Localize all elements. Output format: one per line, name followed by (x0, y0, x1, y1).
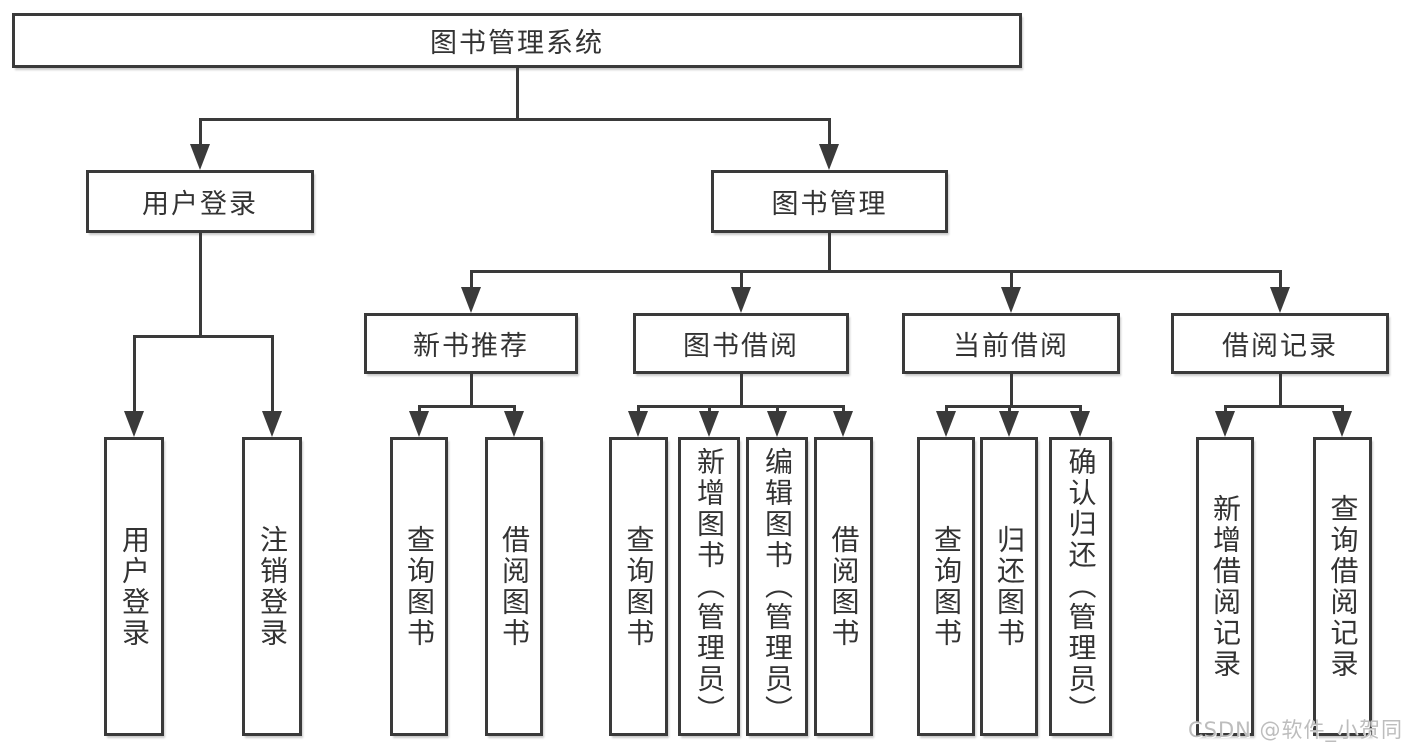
connector-line (418, 405, 516, 408)
connector-line (1224, 405, 1344, 408)
arrow-down-icon (1070, 411, 1090, 437)
arrow-down-icon (1215, 411, 1235, 437)
connector-line (1079, 405, 1082, 413)
arrow-down-icon (731, 287, 751, 313)
leaf-label: 确认归还（管理员） (1064, 447, 1098, 726)
connector-line (828, 118, 831, 146)
leaf-label: 新增借阅记录 (1209, 493, 1242, 680)
arrow-down-icon (936, 411, 956, 437)
arrow-down-icon (409, 411, 429, 437)
leaf-return-books: 归还图书 (980, 437, 1038, 736)
leaf-user-login: 用户登录 (104, 437, 164, 736)
leaf-label: 查询图书 (622, 524, 656, 649)
leaf-label: 查询图书 (930, 524, 963, 649)
connector-line (945, 405, 1082, 408)
connector-line (1008, 405, 1011, 413)
connector-line (199, 118, 202, 146)
leaf-label: 用户登录 (118, 524, 151, 649)
connector-line (945, 405, 948, 413)
connector-line (470, 270, 473, 289)
leaf-label: 新增图书（管理员） (693, 447, 726, 726)
leaf-logout-login: 注销登录 (242, 437, 302, 736)
leaf-edit-book-admin: 编辑图书（管理员） (746, 437, 808, 736)
connector-line (1279, 374, 1282, 405)
leaf-query-books-current: 查询图书 (917, 437, 975, 736)
leaf-label: 编辑图书（管理员） (761, 447, 794, 726)
connector-line (842, 405, 845, 413)
node-label: 图书管理系统 (430, 28, 604, 59)
arrow-down-icon (833, 411, 853, 437)
connector-line (1010, 374, 1013, 405)
connector-line (470, 374, 473, 405)
arrow-down-icon (699, 411, 719, 437)
node-label: 用户登录 (142, 189, 258, 220)
arrow-down-icon (628, 411, 648, 437)
node-label: 图书管理 (771, 189, 888, 220)
leaf-label: 注销登录 (256, 524, 289, 649)
leaf-add-book-admin: 新增图书（管理员） (678, 437, 740, 736)
csdn-watermark: CSDN @软件_小贺同学 (1188, 718, 1404, 742)
arrow-down-icon (819, 144, 839, 170)
leaf-label: 归还图书 (993, 524, 1026, 649)
leaf-query-books-borrowing: 查询图书 (609, 437, 668, 736)
arrow-down-icon (767, 411, 787, 437)
arrow-down-icon (190, 144, 210, 170)
connector-line (1224, 405, 1227, 413)
node-current-borrowing: 当前借阅 (902, 313, 1120, 374)
connector-line (271, 335, 274, 411)
connector-line (133, 335, 136, 411)
leaf-label: 查询借阅记录 (1326, 493, 1360, 680)
node-label: 当前借阅 (953, 331, 1069, 362)
connector-line (133, 335, 274, 338)
node-label: 新书推荐 (413, 331, 529, 362)
connector-line (828, 233, 831, 270)
connector-line (199, 233, 202, 335)
connector-line (740, 374, 743, 405)
leaf-confirm-return-admin: 确认归还（管理员） (1049, 437, 1112, 736)
leaf-label: 借阅图书 (827, 524, 861, 649)
arrow-down-icon (262, 411, 282, 437)
connector-line (418, 405, 421, 413)
arrow-down-icon (504, 411, 524, 437)
connector-line (1341, 405, 1344, 413)
arrow-down-icon (1332, 411, 1352, 437)
leaf-label: 查询图书 (403, 524, 436, 649)
leaf-query-books-newbook: 查询图书 (390, 437, 448, 736)
connector-line (637, 405, 640, 413)
leaf-label: 借阅图书 (498, 524, 531, 649)
connector-line (513, 405, 516, 413)
node-book-borrowing: 图书借阅 (633, 313, 849, 374)
node-new-book-recommend: 新书推荐 (364, 313, 578, 374)
node-user-login: 用户登录 (86, 170, 314, 233)
node-label: 借阅记录 (1222, 331, 1338, 362)
leaf-borrow-books-newbook: 借阅图书 (485, 437, 543, 736)
connector-line (470, 270, 1282, 273)
connector-line (776, 405, 779, 413)
connector-line (1279, 270, 1282, 289)
node-library-system: 图书管理系统 (12, 13, 1022, 68)
connector-line (740, 270, 743, 289)
arrow-down-icon (461, 287, 481, 313)
leaf-borrow-books-borrowing: 借阅图书 (814, 437, 873, 736)
node-label: 图书借阅 (683, 331, 799, 362)
arrow-down-icon (1270, 287, 1290, 313)
arrow-down-icon (1001, 287, 1021, 313)
connector-line (708, 405, 711, 413)
leaf-add-borrow-record: 新增借阅记录 (1196, 437, 1254, 736)
connector-line (637, 405, 845, 408)
leaf-query-borrow-record: 查询借阅记录 (1313, 437, 1372, 736)
connector-line (199, 118, 831, 121)
arrow-down-icon (999, 411, 1019, 437)
node-borrowing-records: 借阅记录 (1171, 313, 1389, 374)
arrow-down-icon (124, 411, 144, 437)
node-book-management: 图书管理 (711, 170, 948, 233)
connector-line (1010, 270, 1013, 289)
connector-line (516, 68, 519, 118)
